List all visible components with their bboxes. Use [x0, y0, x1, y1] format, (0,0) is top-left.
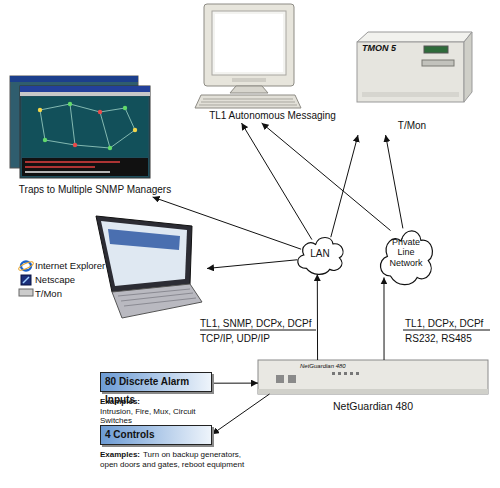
laptop-illustration	[96, 216, 202, 318]
monitor-chin	[232, 78, 266, 82]
box-heading: 4 Controls	[100, 425, 212, 445]
led	[338, 372, 341, 375]
browser-label: Netscape	[35, 275, 125, 286]
connector-arrow	[212, 383, 258, 384]
front-title-bar	[20, 86, 150, 92]
event-lines	[25, 171, 110, 173]
workstation-node: TL1 Autonomous Messaging	[195, 3, 350, 123]
back-title-bar	[10, 76, 138, 82]
node-label: Traps to Multiple SNMP Managers	[5, 184, 185, 196]
examples-text: Intrusion, Fire, Mux, Circuit Switches	[100, 407, 196, 426]
led	[356, 372, 359, 375]
private-network-cloud: Private Line Network	[375, 220, 437, 290]
transport-label: TCP/IP, UDP/IP	[200, 333, 270, 344]
monitor-illustration	[195, 4, 301, 108]
device-brand: TMON 5	[362, 44, 396, 54]
map-node	[68, 102, 72, 106]
device-face-label: NetGuardian 480	[300, 363, 346, 370]
chassis-vent	[362, 92, 459, 97]
connector-arrow	[262, 123, 391, 231]
connector-arrow	[317, 274, 318, 360]
monitor-screen	[212, 11, 286, 75]
netguardian-illustration	[258, 360, 488, 394]
floppy-slot	[422, 60, 454, 66]
map-node	[98, 110, 102, 114]
netguardian-front	[258, 360, 488, 394]
lan-cloud: LAN	[293, 230, 347, 278]
snmp-manager-node: Traps to Multiple SNMP Managers	[5, 72, 185, 197]
monitor-stand	[230, 86, 268, 93]
map-node	[38, 108, 42, 112]
tmon-icon	[19, 289, 33, 296]
map-node	[108, 146, 112, 150]
laptop-base	[112, 284, 202, 318]
lcd-display	[424, 46, 448, 53]
event-log	[22, 158, 148, 176]
browser-icons	[18, 260, 35, 296]
map-node	[73, 143, 77, 147]
node-label: TL1 Autonomous Messaging	[195, 110, 350, 122]
connector-arrow	[383, 277, 384, 360]
map-node	[133, 128, 137, 132]
node-label: T/Mon	[352, 120, 472, 132]
connector-arrow	[242, 123, 312, 240]
control-box: 4 ControlsExamples:Turn on backup genera…	[100, 425, 212, 487]
front-window	[20, 86, 150, 178]
chassis-side	[464, 32, 472, 102]
port	[276, 375, 284, 383]
netscape-icon	[21, 275, 31, 285]
protocol-label: TL1, SNMP, DCPx, DCPf	[200, 318, 312, 329]
keyboard	[195, 95, 301, 108]
map-node	[123, 106, 127, 110]
cloud-label: Private Line Network	[384, 237, 428, 268]
chassis-top	[357, 32, 472, 42]
connector-arrow	[331, 135, 358, 237]
led	[332, 372, 335, 375]
box-heading: 80 Discrete Alarm Inputs	[100, 372, 212, 392]
connector-arrow	[207, 260, 297, 269]
label-rule	[200, 330, 490, 331]
map-links	[40, 104, 135, 148]
connector-arrow	[212, 394, 270, 434]
screen-window	[108, 229, 180, 250]
laptop-keys	[118, 289, 196, 306]
keyboard-keys	[199, 99, 297, 105]
cloud-shape	[381, 231, 433, 285]
browser-label: Internet Explorer	[35, 261, 125, 272]
interface-label: RS232, RS485	[405, 333, 472, 344]
alarm-input-box: 80 Discrete Alarm InputsExamples:Intrusi…	[100, 372, 212, 428]
snmp-screens-illustration	[10, 76, 150, 178]
examples-block: Examples:Intrusion, Fire, Mux, Circuit S…	[100, 397, 220, 426]
netguardian-lip	[258, 389, 488, 394]
led	[350, 372, 353, 375]
laptop-lid	[96, 216, 192, 292]
examples-heading: Examples:	[100, 450, 140, 459]
map-node	[43, 138, 47, 142]
network-map	[22, 97, 148, 157]
ie-icon-swoosh	[18, 260, 35, 271]
menu-bar	[20, 92, 150, 96]
protocol-label: TL1, DCPx, DCPf	[405, 318, 483, 329]
laptop-screen	[101, 221, 187, 286]
chassis-front	[357, 42, 464, 102]
event-lines	[25, 162, 120, 167]
netscape-icon-mark	[23, 277, 29, 283]
connector-arrow	[386, 135, 403, 228]
examples-heading: Examples:	[100, 397, 217, 407]
netguardian-node: NetGuardian 480	[258, 360, 488, 394]
tmon-illustration	[357, 32, 472, 102]
browser-label: T/Mon	[35, 289, 125, 300]
led	[344, 372, 347, 375]
monitor-case	[204, 4, 294, 86]
device-label: NetGuardian 480	[258, 400, 488, 412]
examples-block: Examples:Turn on backup generators, open…	[100, 450, 245, 469]
laptop-node: Internet ExplorerNetscapeT/Mon	[15, 208, 207, 320]
monitor-glass	[215, 14, 283, 72]
cloud-label: LAN	[293, 248, 347, 260]
connector-arrow	[153, 197, 302, 249]
port	[288, 375, 296, 383]
